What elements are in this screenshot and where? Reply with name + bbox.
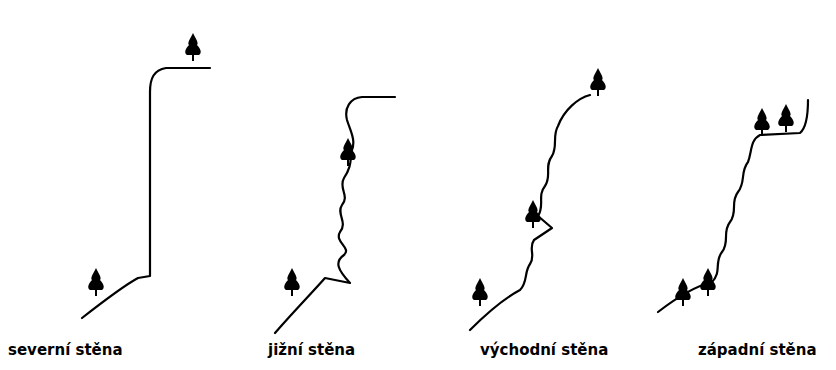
tree [590, 68, 605, 96]
caption-label: severní stěna [8, 343, 123, 358]
east-face-profile [470, 95, 590, 330]
tree [472, 278, 487, 306]
tree [675, 278, 690, 306]
caption-label: jižní stěna [268, 343, 355, 358]
tree [340, 138, 355, 166]
tree [284, 268, 299, 296]
north-face-profile [82, 68, 210, 318]
tree [700, 268, 715, 296]
caption-label: východní stěna [480, 343, 608, 358]
tree [185, 33, 200, 61]
south-face-profile [275, 97, 395, 333]
tree [754, 108, 769, 136]
caption-label: západní stěna [698, 343, 817, 358]
tree [778, 104, 793, 132]
tree [525, 200, 540, 228]
west-face-profile [658, 100, 808, 312]
tree [88, 268, 103, 296]
